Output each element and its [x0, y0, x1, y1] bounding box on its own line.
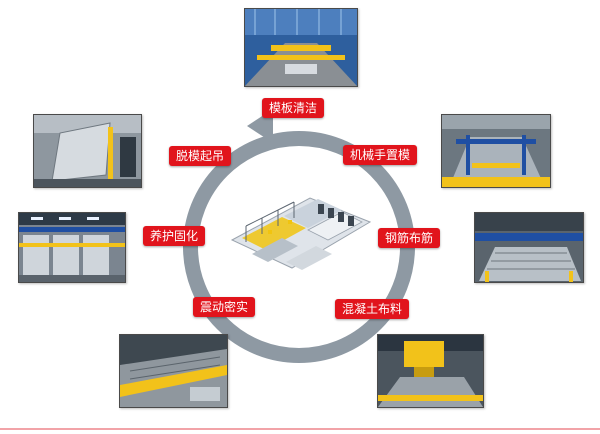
- step-label-mold-cleaning: 模板清洁: [262, 98, 324, 118]
- step-label-robot-mold-placement: 机械手置模: [343, 145, 417, 165]
- bottom-divider: [0, 428, 600, 430]
- step-label-demold-lifting: 脱模起吊: [169, 146, 231, 166]
- step-label-curing: 养护固化: [143, 226, 205, 246]
- step-label-rebar-placement: 钢筋布筋: [378, 228, 440, 248]
- step-label-vibration-compaction: 震动密实: [193, 297, 255, 317]
- photo-concrete-distribution: [377, 334, 484, 408]
- photo-rebar-placement: [474, 212, 584, 283]
- photo-curing: [18, 212, 126, 283]
- photo-robot-mold-placement: [441, 114, 551, 188]
- photo-vibration-compaction: [119, 334, 228, 408]
- step-label-concrete-distribution: 混凝土布料: [335, 299, 409, 319]
- factory-layout-illustration: [222, 170, 378, 280]
- photo-demold-lifting: [33, 114, 142, 188]
- photo-mold-cleaning: [244, 8, 358, 87]
